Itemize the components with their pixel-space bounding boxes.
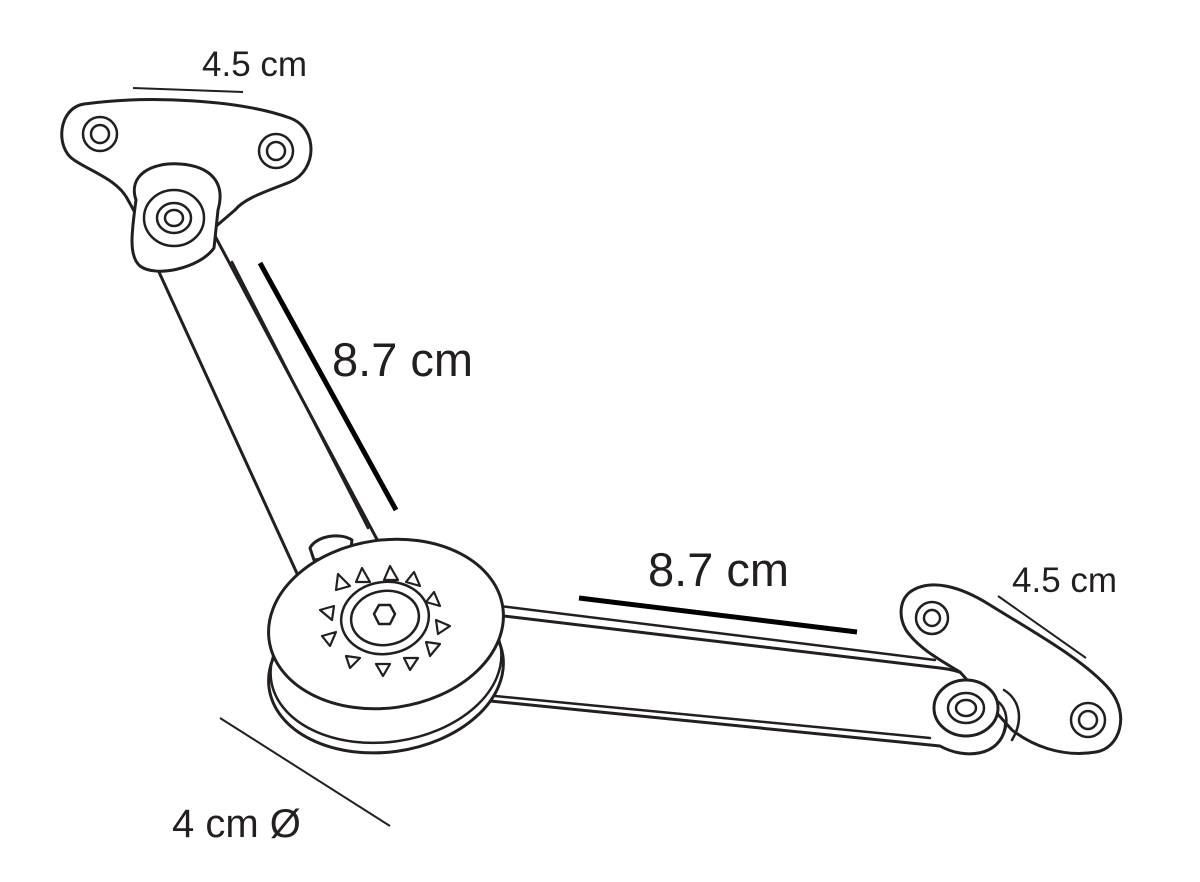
upper-arm-dimension-line [257,261,399,512]
upper-arm-length-label: 8.7 cm [332,333,473,386]
lower-arm-dimension-line [578,595,858,635]
upper-arm [146,234,382,582]
right-mounting-plate [899,583,1123,755]
top-plate-dimension-line [132,87,244,93]
hub-diameter-label: 4 cm Ø [172,802,301,846]
right-plate-lower-screw-hole [1069,701,1107,739]
right-plate-upper-screw-hole [914,600,950,636]
top-plate-right-screw-hole [257,132,295,170]
lower-arm-length-label: 8.7 cm [648,543,789,596]
hex-socket-icon [372,603,397,626]
hub-diameter-dimension-line [219,717,391,827]
central-hub [267,534,505,755]
right-plate-dimension-line [997,595,1087,659]
top-plate-left-screw-hole [81,115,119,153]
adjustment-markers [318,564,452,678]
right-plate-width-label: 4.5 cm [1012,561,1117,600]
right-pivot [932,678,1000,738]
top-plate-width-label: 4.5 cm [202,45,307,84]
top-pivot-boss [130,162,222,273]
